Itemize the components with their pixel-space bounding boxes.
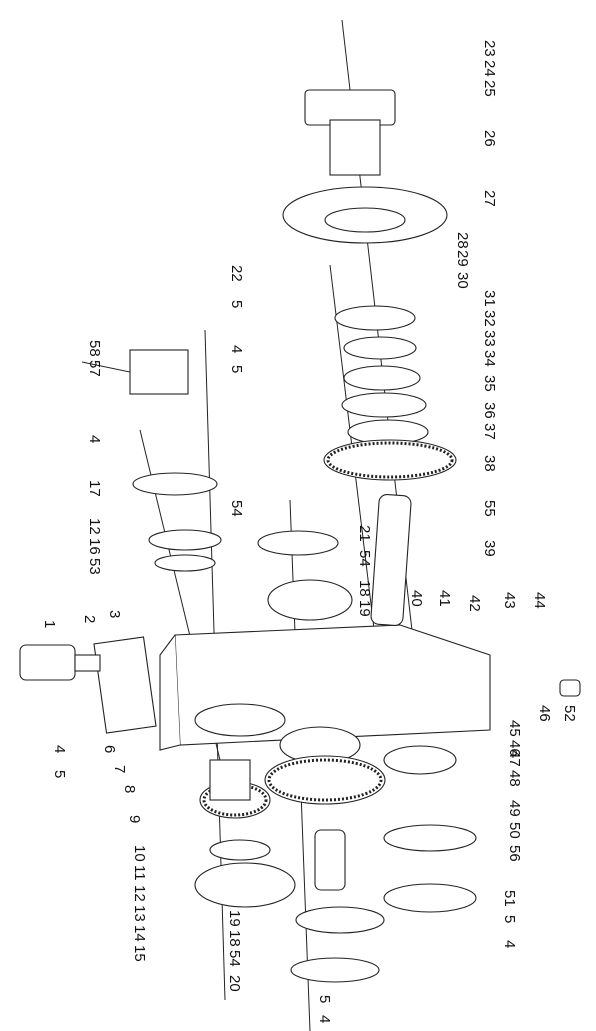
label-23: 23 xyxy=(481,40,498,57)
label-19-bottom: 19 xyxy=(226,910,243,927)
plate-50 xyxy=(383,824,477,852)
label-54b: 54 xyxy=(356,550,373,567)
label-12: 12 xyxy=(86,518,103,535)
label-2: 2 xyxy=(81,615,98,623)
output-flange-part xyxy=(304,89,396,176)
label-4-last: 4 xyxy=(316,1015,333,1023)
plate-20 xyxy=(290,957,380,983)
shaft-part xyxy=(370,494,412,626)
label-58: 58 xyxy=(86,340,103,357)
label-50: 50 xyxy=(506,822,523,839)
label-35: 35 xyxy=(481,375,498,392)
label-10: 10 xyxy=(131,845,148,862)
label-5a: 5 xyxy=(228,300,245,308)
label-7: 7 xyxy=(111,765,128,773)
motor-part xyxy=(19,644,101,681)
label-5-bottom: 5 xyxy=(51,770,68,778)
label-53: 53 xyxy=(86,558,103,575)
label-49: 49 xyxy=(506,800,523,817)
label-3: 3 xyxy=(106,610,123,618)
label-48: 48 xyxy=(506,770,523,787)
label-9: 9 xyxy=(126,815,143,823)
label-4-bottom: 4 xyxy=(51,745,68,753)
plate-16 xyxy=(148,529,222,551)
label-34: 34 xyxy=(481,350,498,367)
label-18: 18 xyxy=(356,580,373,597)
label-5-last: 5 xyxy=(316,995,333,1003)
gearbox-housing xyxy=(93,624,491,751)
label-30: 30 xyxy=(454,272,471,289)
label-6: 6 xyxy=(101,745,118,753)
label-56: 56 xyxy=(506,845,523,862)
large-gear-part xyxy=(323,439,457,481)
label-12-bottom: 12 xyxy=(131,885,148,902)
label-1: 1 xyxy=(41,620,58,628)
label-47: 47 xyxy=(506,750,523,767)
label-17: 17 xyxy=(86,480,103,497)
plate-21 xyxy=(257,530,339,556)
label-43: 43 xyxy=(501,592,518,609)
label-32: 32 xyxy=(481,310,498,327)
label-37: 37 xyxy=(481,423,498,440)
label-16: 16 xyxy=(86,538,103,555)
label-41: 41 xyxy=(436,590,453,607)
label-27: 27 xyxy=(481,190,498,207)
label-28: 28 xyxy=(454,232,471,249)
label-42: 42 xyxy=(466,595,483,612)
plate-17 xyxy=(132,472,218,496)
callout-labels: 23 24 25 26 27 28 29 30 31 32 33 34 35 3… xyxy=(41,40,578,1023)
plate-19-lower xyxy=(295,906,385,934)
label-46a: 46 xyxy=(536,705,553,722)
label-11: 11 xyxy=(131,865,148,881)
label-4-right: 4 xyxy=(501,940,518,948)
label-22: 22 xyxy=(228,265,245,282)
label-29: 29 xyxy=(454,250,471,267)
label-20: 20 xyxy=(226,975,243,992)
label-5b: 5 xyxy=(228,365,245,373)
plate-18-19 xyxy=(267,579,353,621)
gear-assembly xyxy=(194,703,457,908)
label-38: 38 xyxy=(481,455,498,472)
label-14: 14 xyxy=(131,925,148,942)
label-26: 26 xyxy=(481,130,498,147)
label-15: 15 xyxy=(131,945,148,962)
label-55: 55 xyxy=(481,500,498,517)
label-45: 45 xyxy=(506,720,523,737)
label-8: 8 xyxy=(121,785,138,793)
label-57: 57 xyxy=(86,360,103,377)
label-19: 19 xyxy=(356,600,373,617)
label-13: 13 xyxy=(131,905,148,922)
note-box xyxy=(129,349,189,395)
label-4a: 4 xyxy=(228,345,245,353)
label-44: 44 xyxy=(531,592,548,609)
label-51: 51 xyxy=(501,890,518,907)
bolt-52 xyxy=(559,679,581,697)
label-25: 25 xyxy=(481,80,498,97)
label-33: 33 xyxy=(481,330,498,347)
label-54-bottom: 54 xyxy=(226,950,243,967)
label-5-right: 5 xyxy=(501,915,518,923)
label-52: 52 xyxy=(561,705,578,722)
label-4-left: 4 xyxy=(86,435,103,443)
label-18-bottom: 18 xyxy=(226,930,243,947)
label-31: 31 xyxy=(481,290,498,307)
label-24: 24 xyxy=(481,60,498,77)
bearing-plates xyxy=(334,305,429,445)
label-54a: 54 xyxy=(228,500,245,517)
label-21: 21 xyxy=(356,525,373,542)
label-36: 36 xyxy=(481,402,498,419)
plate-12 xyxy=(154,554,216,572)
label-46b: 46 xyxy=(506,740,523,757)
label-39: 39 xyxy=(481,540,498,557)
plate-51 xyxy=(383,883,477,913)
lower-shaft-part xyxy=(314,829,346,891)
label-40: 40 xyxy=(408,590,425,607)
